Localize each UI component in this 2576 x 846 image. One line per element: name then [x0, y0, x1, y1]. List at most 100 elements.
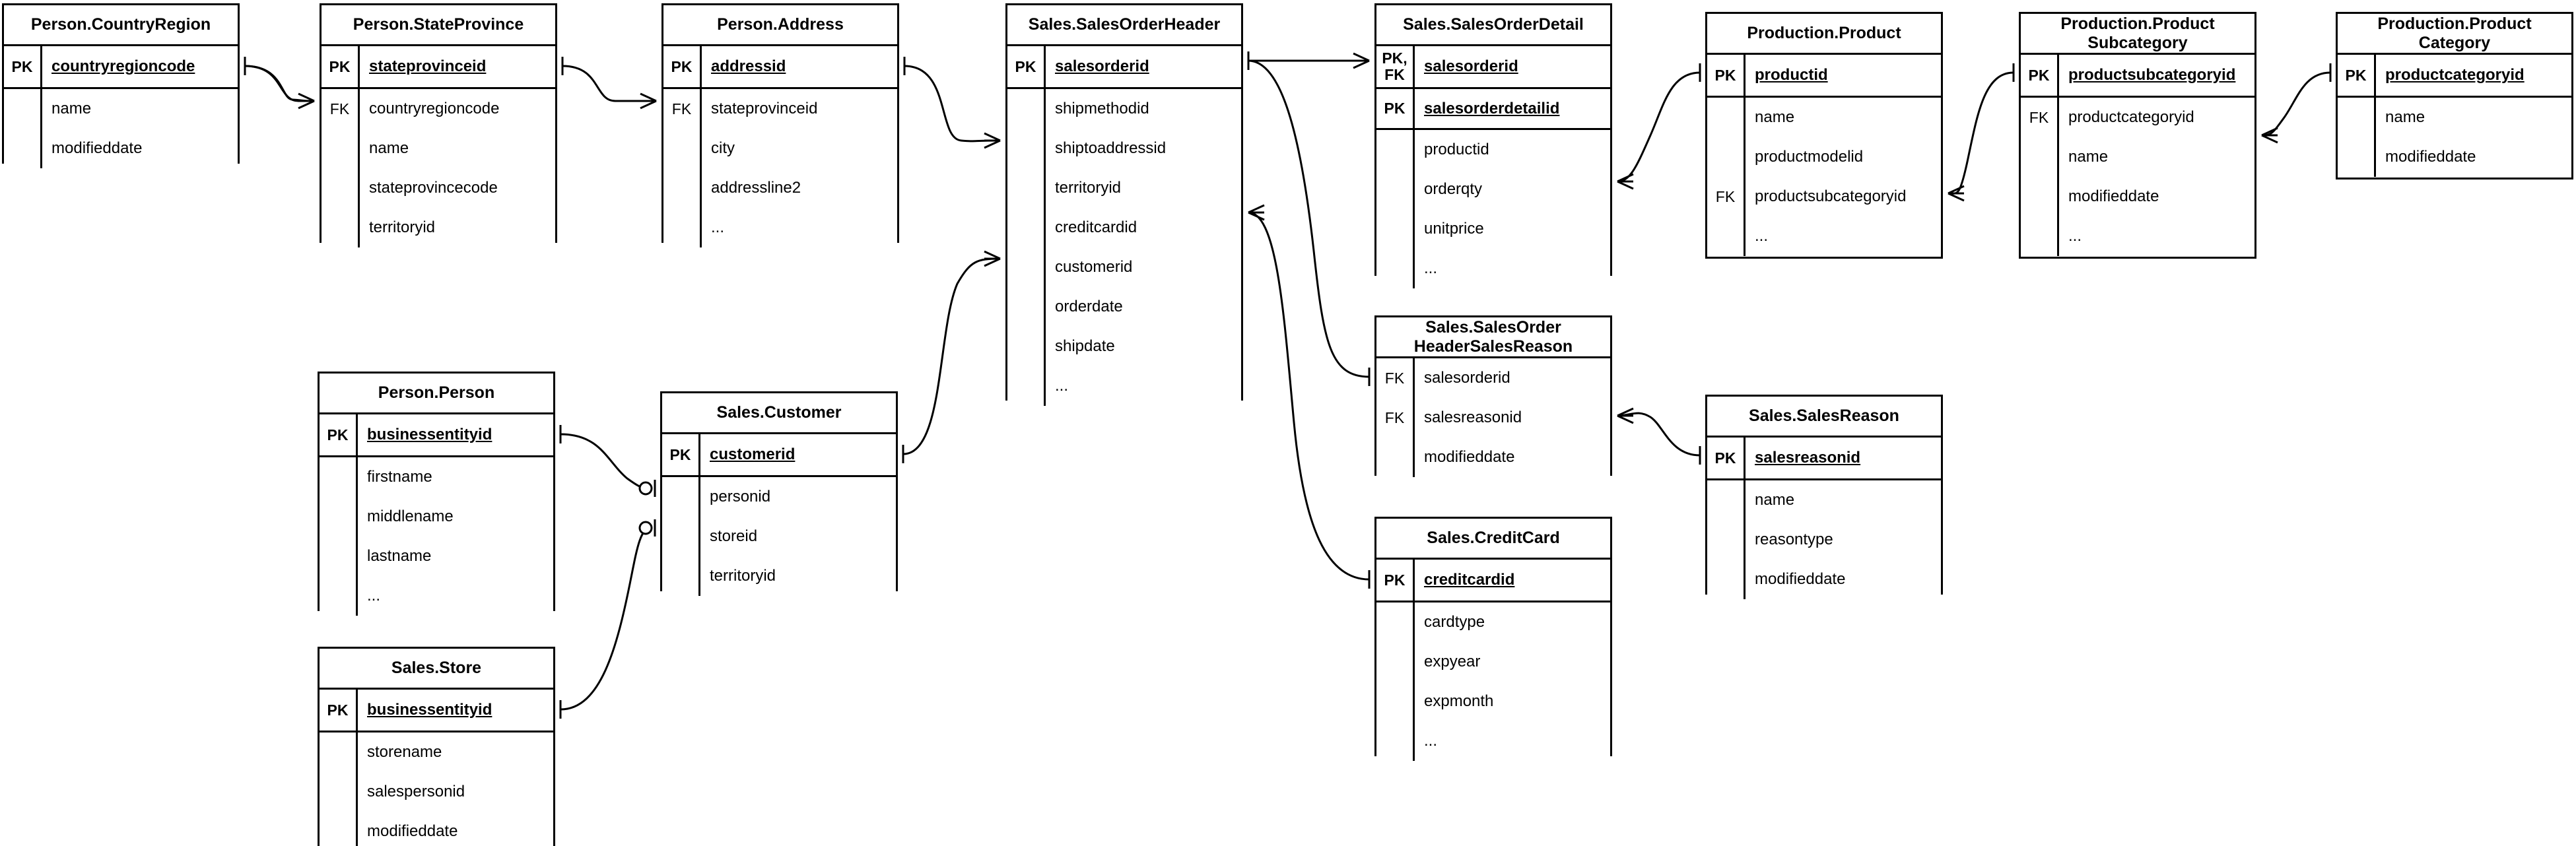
attribute-row[interactable]: modifieddate	[320, 812, 553, 846]
attribute-row[interactable]: ...	[1707, 216, 1941, 256]
entity-title: Production.Product Subcategory	[2021, 14, 2254, 55]
attribute-row[interactable]: modifieddate	[2021, 177, 2254, 216]
attribute-row[interactable]: productmodelid	[1707, 137, 1941, 177]
entity-title: Sales.Customer	[662, 393, 896, 434]
attribute-row[interactable]: name	[322, 129, 555, 168]
attribute-row[interactable]: territoryid	[662, 556, 896, 596]
attribute-row[interactable]: name	[2338, 98, 2571, 137]
attribute-row[interactable]: addressline2	[663, 168, 897, 208]
attribute-tag-empty	[320, 457, 358, 497]
attribute-name: ...	[1424, 732, 1438, 750]
attribute-row[interactable]: ...	[1376, 721, 1610, 761]
attribute-row[interactable]: personid	[662, 477, 896, 517]
attribute-name: shipmethodid	[1055, 100, 1149, 117]
attribute-tag-empty	[2021, 137, 2059, 177]
attribute-row[interactable]: ...	[663, 208, 897, 247]
attribute-row[interactable]: name	[4, 89, 238, 129]
attribute-row[interactable]: lastname	[320, 537, 553, 576]
attribute-row[interactable]: customerid	[1007, 247, 1241, 287]
attribute-row[interactable]: productid	[1376, 130, 1610, 170]
attribute-row[interactable]: city	[663, 129, 897, 168]
attribute-row[interactable]: reasontype	[1707, 520, 1941, 560]
attribute-tag-empty	[662, 556, 700, 596]
attribute-row[interactable]: ...	[320, 576, 553, 616]
attribute-row[interactable]: firstname	[320, 457, 553, 497]
key-tag: PK	[322, 46, 360, 87]
attribute-tag-empty	[662, 517, 700, 556]
attribute-row[interactable]: modifieddate	[2338, 137, 2571, 177]
attribute-row[interactable]: shipdate	[1007, 327, 1241, 366]
attribute-row[interactable]: expyear	[1376, 642, 1610, 682]
attribute-row[interactable]: storename	[320, 732, 553, 772]
attribute-row[interactable]: name	[1707, 480, 1941, 520]
attribute-row[interactable]: name	[1707, 98, 1941, 137]
attribute-row[interactable]: ...	[1007, 366, 1241, 406]
attribute-tag-empty	[1376, 721, 1415, 761]
attribute-row[interactable]: expmonth	[1376, 682, 1610, 721]
attribute-row[interactable]: ...	[1376, 249, 1610, 288]
attribute-row[interactable]: ...	[2021, 216, 2254, 256]
attribute-row[interactable]: middlename	[320, 497, 553, 537]
relationship-address-salesorderheader	[903, 57, 1001, 149]
attribute-tag-empty	[322, 129, 360, 168]
attribute-row[interactable]: salespersonid	[320, 772, 553, 812]
attribute-row[interactable]: stateprovincecode	[322, 168, 555, 208]
attribute-row[interactable]: creditcardid	[1007, 208, 1241, 247]
attribute-row[interactable]: unitprice	[1376, 209, 1610, 249]
attribute-row[interactable]: orderdate	[1007, 287, 1241, 327]
attribute-row[interactable]: shipmethodid	[1007, 89, 1241, 129]
attribute-row[interactable]: modifieddate	[1707, 560, 1941, 599]
attribute-row[interactable]: territoryid	[322, 208, 555, 247]
attribute-row[interactable]: name	[2021, 137, 2254, 177]
attribute-tag-empty	[662, 477, 700, 517]
key-tag: PK	[1707, 438, 1746, 478]
attribute-row[interactable]: modifieddate	[4, 129, 238, 168]
attribute-row[interactable]: shiptoaddressid	[1007, 129, 1241, 168]
attribute-row[interactable]: modifieddate	[1376, 438, 1610, 477]
entity-title: Production.Product Category	[2338, 14, 2571, 55]
attribute-name: modifieddate	[51, 139, 143, 157]
attribute-row[interactable]: cardtype	[1376, 602, 1610, 642]
attribute-tag-empty	[1707, 98, 1746, 137]
attribute-row[interactable]: orderqty	[1376, 170, 1610, 209]
attribute-row[interactable]: territoryid	[1007, 168, 1241, 208]
attribute-row[interactable]: storeid	[662, 517, 896, 556]
